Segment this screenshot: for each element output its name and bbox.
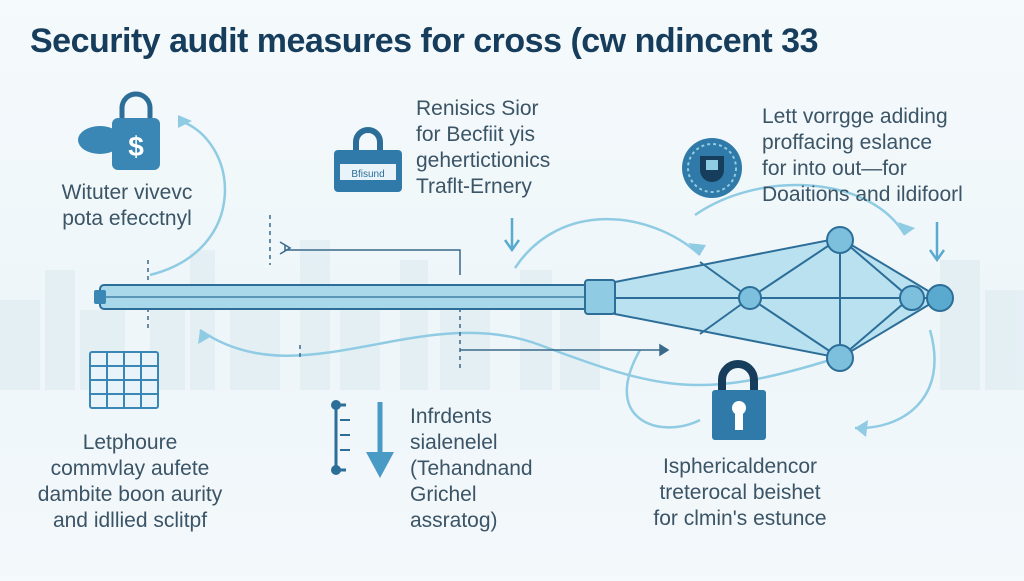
flow-arrow-right-return — [854, 329, 936, 430]
page-title: Security audit measures for cross (cw nd… — [30, 22, 819, 60]
flow-arrow-mid-top — [513, 217, 701, 269]
down-arrows — [503, 218, 946, 263]
audit-head — [614, 226, 954, 372]
text-line: Wituter vivevc — [61, 181, 193, 204]
text-line: Letphoure — [82, 431, 178, 454]
connector-lines — [279, 241, 670, 357]
text-line: Doaitions and ildifoorl — [762, 183, 963, 206]
text-block-right-bottom: Isphericaldencor treterocal beishet for … — [620, 454, 860, 532]
text-block-mid-bottom: Infrdents sialenelel (Tehandnand Grichel… — [410, 404, 533, 534]
text-line: (Tehandnand — [410, 457, 533, 480]
text-line: commvlay aufete — [50, 457, 210, 480]
badge-text: Bfisund — [351, 169, 384, 180]
audit-shaft — [94, 279, 621, 315]
filter-down-icon — [331, 400, 394, 478]
shield-coin-icon — [682, 138, 742, 198]
server-grid-icon — [89, 351, 159, 409]
keyhole-lock-icon — [712, 360, 766, 440]
text-line: for Becfiit yis — [416, 123, 536, 146]
text-line: for clmin's estunce — [653, 507, 827, 530]
text-line: Lett vorrgge adiding — [762, 105, 948, 128]
flow-arrow-left-top — [149, 118, 227, 277]
text-block-left-bottom: Letphoure commvlay aufete dambite boon a… — [20, 430, 240, 534]
arrow-heads — [178, 115, 915, 437]
text-line: dambite boon aurity — [37, 483, 223, 506]
text-line: Grichel — [410, 483, 477, 506]
text-line: sialenelel — [410, 431, 498, 454]
text-block-left-top: Wituter vivevc pota efecctnyl — [52, 180, 202, 232]
text-line: Infrdents — [410, 405, 492, 428]
flow-arrow-right-top — [694, 183, 907, 236]
flow-arrow-lower-curve — [625, 349, 701, 429]
text-line: proffacing eslance — [762, 131, 933, 154]
text-line: pota efecctnyl — [62, 207, 192, 230]
money-lock-icon: $ — [78, 91, 160, 170]
svg-text:$: $ — [128, 131, 144, 162]
text-line: and idllied sclitpf — [52, 509, 208, 532]
text-line: for into out—for — [762, 157, 907, 180]
text-block-right-top: Lett vorrgge adiding proffacing eslance … — [762, 104, 963, 208]
text-line: treterocal beishet — [659, 481, 821, 504]
text-block-mid-top: Renisics Sior for Becfiit yis geherticti… — [416, 96, 550, 200]
text-line: gehertictionics — [416, 149, 551, 172]
text-line: Isphericaldencor — [662, 455, 818, 478]
padlock-badge-icon: Bfisund — [334, 127, 402, 192]
text-line: Renisics Sior — [416, 97, 539, 120]
text-line: Traflt-Ernery — [416, 175, 532, 198]
text-line: assratog) — [410, 509, 498, 532]
